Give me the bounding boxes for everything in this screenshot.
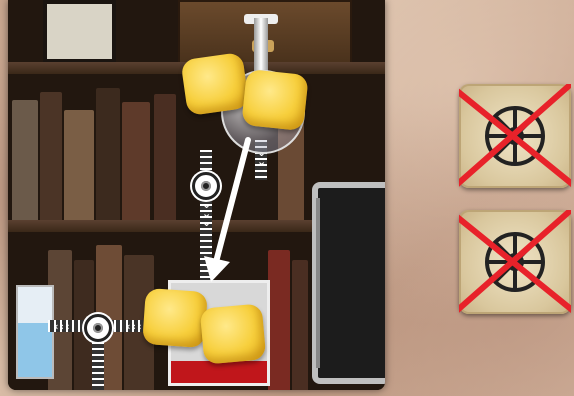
cross-icon bbox=[459, 210, 571, 314]
wheel-token-crossed[interactable] bbox=[459, 84, 571, 188]
wheel-token-crossed[interactable] bbox=[459, 210, 571, 314]
yellow-cube[interactable] bbox=[200, 303, 267, 364]
game-board: ⌄⌄⌄ ⌄⌄ ‹‹‹ ‹‹‹ bbox=[8, 0, 385, 390]
cross-icon bbox=[459, 84, 571, 188]
yellow-cube[interactable] bbox=[142, 288, 208, 348]
